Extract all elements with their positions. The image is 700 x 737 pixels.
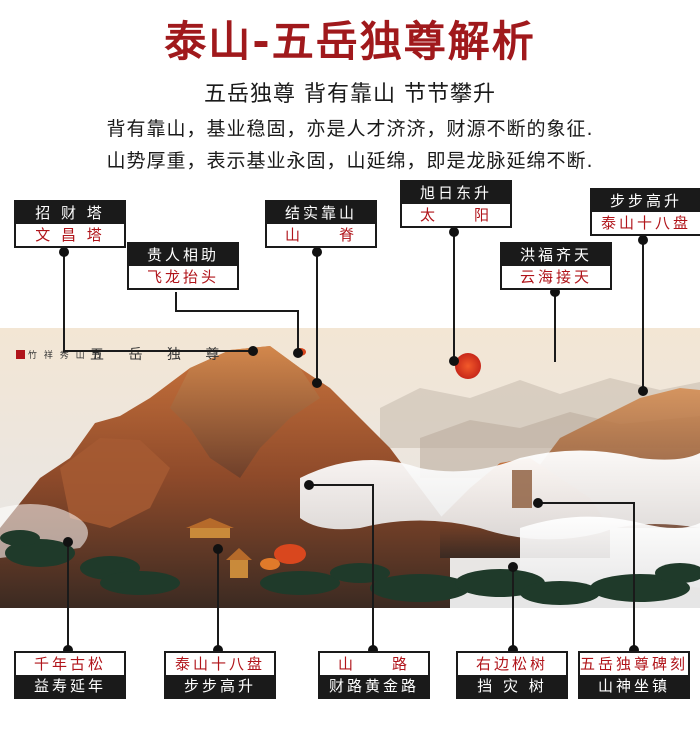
marker-dot	[248, 346, 258, 356]
leader-line	[554, 292, 556, 362]
marker-dot	[213, 544, 223, 554]
leader-line	[308, 484, 374, 486]
marker-dot	[312, 378, 322, 388]
leader-line	[67, 540, 69, 652]
leader-line	[175, 310, 297, 312]
marker-dot	[508, 645, 518, 655]
label-subtitle: 泰山十八盘	[592, 212, 700, 234]
label-title: 千年古松	[16, 653, 124, 675]
leader-line	[217, 548, 219, 651]
marker-dot	[638, 235, 648, 245]
marker-dot	[508, 562, 518, 572]
leader-line	[642, 240, 644, 390]
label-subtitle: 山 脊	[267, 224, 375, 246]
label-title: 五岳独尊碑刻	[580, 653, 689, 675]
label-title: 洪福齐天	[502, 244, 610, 266]
label-taishan-18pan: 泰山十八盘 步步高升	[164, 651, 276, 699]
label-subtitle: 云海接天	[502, 266, 610, 288]
marker-dot	[59, 247, 69, 257]
label-guiren-xiangzhu: 贵人相助 飞龙抬头	[127, 242, 239, 290]
marker-dot	[638, 386, 648, 396]
marker-dot	[533, 498, 543, 508]
leader-line	[633, 502, 635, 650]
label-jieshi-kaoshan: 结实靠山 山 脊	[265, 200, 377, 248]
painting-signature: 竹 祥 秀 山 书	[28, 351, 103, 361]
sun-icon	[455, 353, 481, 379]
marker-dot	[449, 227, 459, 237]
label-bubu-gaosheng-top: 步步高升 泰山十八盘	[590, 188, 700, 236]
label-subtitle: 飞龙抬头	[129, 266, 237, 288]
label-subtitle: 财路黄金路	[320, 675, 428, 697]
label-subtitle: 山神坐镇	[580, 675, 688, 697]
description-line-2: 山势厚重，表示基业永固，山延绵，即是龙脉延绵不断.	[106, 150, 594, 172]
label-zhaocai-tower: 招 财 塔 文 昌 塔	[14, 200, 126, 248]
leader-line	[63, 252, 65, 352]
marker-dot	[213, 645, 223, 655]
label-wuyue-beike: 五岳独尊碑刻 山神坐镇	[578, 651, 690, 699]
leader-line	[453, 232, 455, 360]
leader-line	[537, 502, 635, 504]
leader-line	[512, 566, 514, 650]
leader-line	[297, 310, 299, 352]
label-xuri-dongsheng: 旭日东升 太 阳	[400, 180, 512, 228]
label-subtitle: 挡 灾 树	[458, 675, 566, 697]
marker-dot	[293, 348, 303, 358]
marker-dot	[629, 645, 639, 655]
marker-dot	[368, 645, 378, 655]
label-shanlu: 山 路 财路黄金路	[318, 651, 430, 699]
label-subtitle: 文 昌 塔	[16, 224, 124, 246]
page-subtitle: 五岳独尊 背有靠山 节节攀升	[204, 82, 496, 107]
label-subtitle: 益寿延年	[16, 675, 124, 697]
leader-line	[175, 292, 177, 312]
label-title: 旭日东升	[402, 182, 510, 204]
label-title: 步步高升	[592, 190, 700, 212]
label-hongfu-qitian: 洪福齐天 云海接天	[500, 242, 612, 290]
marker-dot	[63, 537, 73, 547]
label-subtitle: 步步高升	[166, 675, 274, 697]
marker-dot	[312, 247, 322, 257]
painting-artwork	[0, 328, 700, 608]
label-title: 结实靠山	[267, 202, 375, 224]
leader-line	[372, 484, 374, 649]
leader-line	[63, 350, 253, 352]
label-title: 招 财 塔	[16, 202, 124, 224]
leader-line	[316, 252, 318, 382]
marker-dot	[449, 356, 459, 366]
painting-inscription: 五 岳 独 尊	[90, 347, 230, 363]
label-title: 贵人相助	[129, 244, 237, 266]
marker-dot	[304, 480, 314, 490]
red-seal	[16, 350, 25, 359]
description-line-1: 背有靠山，基业稳固，亦是人才济济，财源不断的象征.	[106, 118, 594, 140]
page-title: 泰山-五岳独尊解析	[164, 17, 536, 66]
mountain-painting: 五 岳 独 尊 竹 祥 秀 山 书	[0, 328, 700, 608]
label-title: 山 路	[320, 653, 428, 675]
label-subtitle: 太 阳	[402, 204, 510, 226]
label-qiannian-gusong: 千年古松 益寿延年	[14, 651, 126, 699]
label-youbian-songshu: 右边松树 挡 灾 树	[456, 651, 568, 699]
marker-dot	[550, 287, 560, 297]
label-title: 右边松树	[458, 653, 566, 675]
label-title: 泰山十八盘	[166, 653, 274, 675]
marker-dot	[63, 645, 73, 655]
